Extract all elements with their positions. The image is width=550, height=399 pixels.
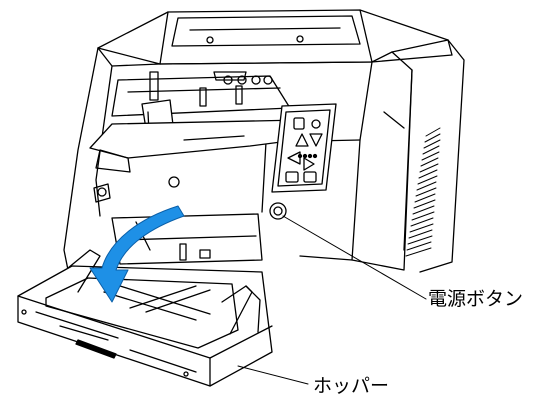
power-button-leader <box>282 215 427 300</box>
vent-grille <box>405 127 441 257</box>
stacker-tray <box>89 71 313 188</box>
power-button-label: 電源ボタン <box>428 288 524 310</box>
hopper-label: ホッパー <box>313 375 390 397</box>
hopper-tray <box>17 249 273 387</box>
operator-panel-icon <box>271 103 337 193</box>
side-knob <box>93 183 111 203</box>
hopper-leader <box>237 365 309 385</box>
curved-arrow-icon <box>89 205 185 303</box>
power-button-icon <box>269 202 287 220</box>
